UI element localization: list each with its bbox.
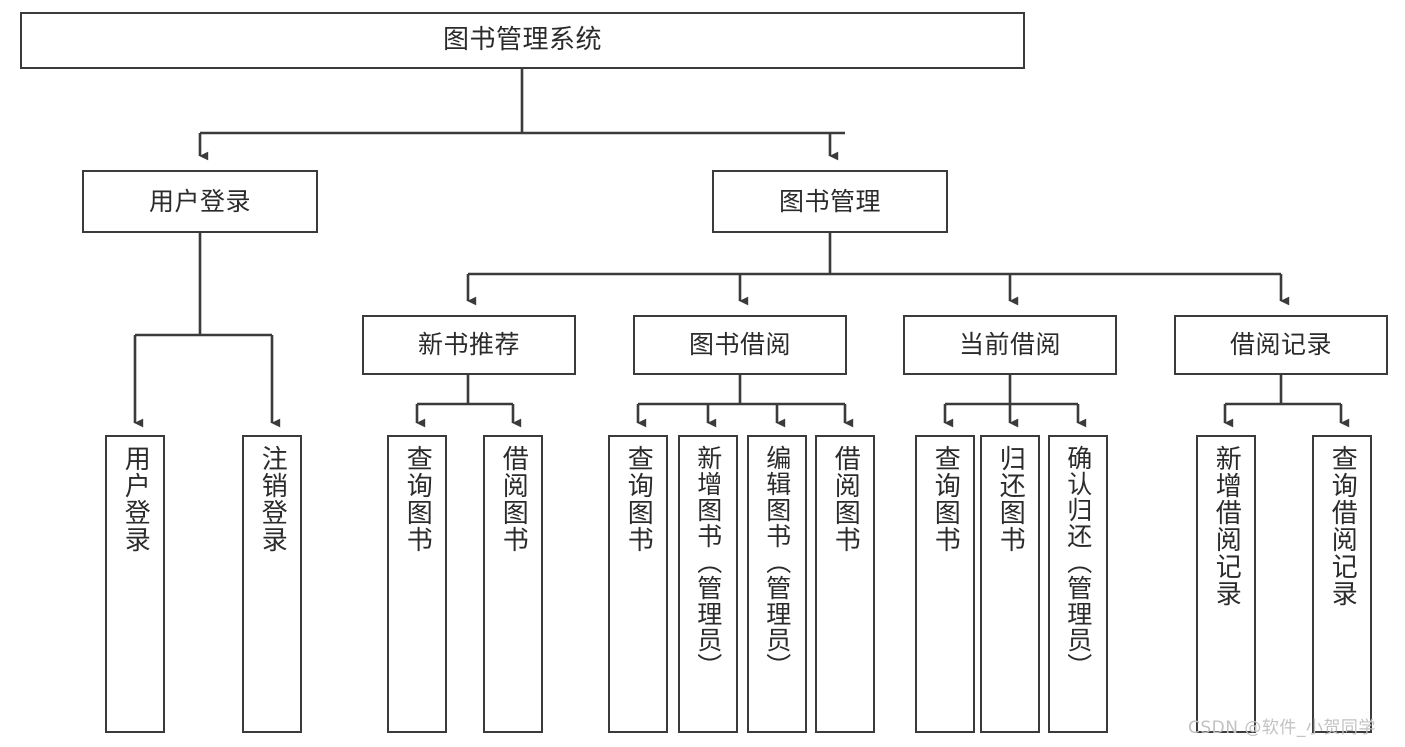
node-new-book-recommend-label: 新书推荐 <box>417 330 520 359</box>
node-root-label: 图书管理系统 <box>442 24 602 55</box>
node-leaf-add-book[interactable]: 新增图书（管理员） <box>678 435 738 733</box>
node-leaf-borrow-book-1-label: 借阅图书 <box>498 445 529 553</box>
node-leaf-borrow-book-2[interactable]: 借阅图书 <box>815 435 875 733</box>
node-leaf-query-record[interactable]: 查询借阅记录 <box>1312 435 1372 733</box>
node-user-login-label: 用户登录 <box>148 186 251 216</box>
node-leaf-query-book-2-label: 查询图书 <box>623 445 654 553</box>
node-leaf-query-record-label: 查询借阅记录 <box>1327 445 1358 607</box>
node-leaf-confirm-return[interactable]: 确认归还（管理员） <box>1048 435 1108 733</box>
node-borrow-record[interactable]: 借阅记录 <box>1174 315 1388 375</box>
node-book-manage-label: 图书管理 <box>778 186 881 216</box>
node-new-book-recommend[interactable]: 新书推荐 <box>362 315 576 375</box>
node-leaf-borrow-book-2-label: 借阅图书 <box>830 445 861 553</box>
node-leaf-query-book-1-label: 查询图书 <box>402 445 433 553</box>
node-leaf-confirm-return-label: 确认归还（管理员） <box>1063 445 1093 679</box>
node-leaf-add-book-label: 新增图书（管理员） <box>693 445 723 679</box>
node-book-borrow-label: 图书借阅 <box>688 330 791 359</box>
node-leaf-user-login[interactable]: 用户登录 <box>105 435 165 733</box>
node-current-borrow[interactable]: 当前借阅 <box>903 315 1117 375</box>
node-leaf-add-record[interactable]: 新增借阅记录 <box>1196 435 1256 733</box>
node-leaf-add-record-label: 新增借阅记录 <box>1211 445 1242 607</box>
node-leaf-return-book[interactable]: 归还图书 <box>980 435 1040 733</box>
watermark: CSDN @软件_小贺同学 <box>1188 718 1376 738</box>
node-borrow-record-label: 借阅记录 <box>1229 330 1332 359</box>
node-leaf-user-login-label: 用户登录 <box>120 445 151 553</box>
node-book-manage[interactable]: 图书管理 <box>712 170 948 233</box>
node-leaf-edit-book[interactable]: 编辑图书（管理员） <box>747 435 807 733</box>
node-leaf-query-book-3-label: 查询图书 <box>930 445 961 553</box>
node-leaf-borrow-book-1[interactable]: 借阅图书 <box>483 435 543 733</box>
node-leaf-return-book-label: 归还图书 <box>995 445 1026 553</box>
node-user-login[interactable]: 用户登录 <box>82 170 318 233</box>
node-leaf-query-book-1[interactable]: 查询图书 <box>387 435 447 733</box>
node-root[interactable]: 图书管理系统 <box>20 12 1025 69</box>
node-current-borrow-label: 当前借阅 <box>958 330 1061 359</box>
node-leaf-logout[interactable]: 注销登录 <box>242 435 302 733</box>
node-leaf-logout-label: 注销登录 <box>257 445 288 553</box>
node-leaf-query-book-2[interactable]: 查询图书 <box>608 435 668 733</box>
node-leaf-query-book-3[interactable]: 查询图书 <box>915 435 975 733</box>
node-leaf-edit-book-label: 编辑图书（管理员） <box>762 445 792 679</box>
node-book-borrow[interactable]: 图书借阅 <box>633 315 847 375</box>
